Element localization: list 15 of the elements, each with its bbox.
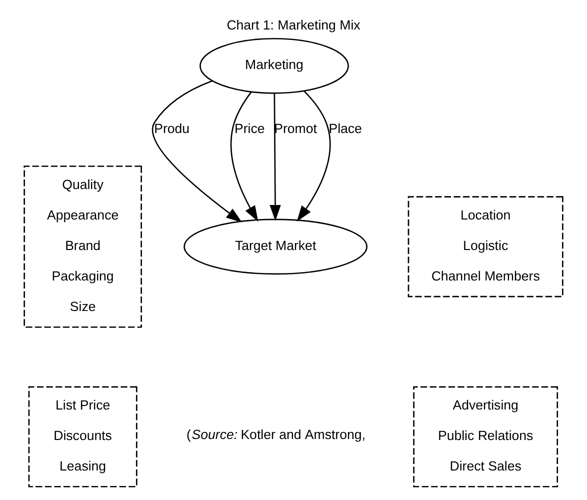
arrow	[296, 90, 331, 222]
arrow	[270, 94, 281, 221]
arrow	[152, 80, 242, 223]
node-box: Advertising Public Relations Direct Sales	[413, 386, 558, 488]
node-ellipse: Target Market	[184, 218, 368, 275]
node-box: Location Logistic Channel Members	[408, 196, 564, 298]
node-ellipse: Marketing	[200, 38, 349, 94]
edge-label: Produ	[154, 121, 190, 136]
diagram-title: Chart 1: Marketing Mix	[226, 17, 360, 32]
label: (Source: Kotler and Amstrong,	[186, 426, 366, 442]
edge-label: Price	[234, 121, 265, 136]
node-box: List Price Discounts Leasing	[28, 386, 138, 488]
edge-label: Place	[328, 121, 362, 136]
node-box: Quality Appearance Brand Packaging Size	[24, 166, 142, 328]
arrow	[230, 92, 258, 222]
